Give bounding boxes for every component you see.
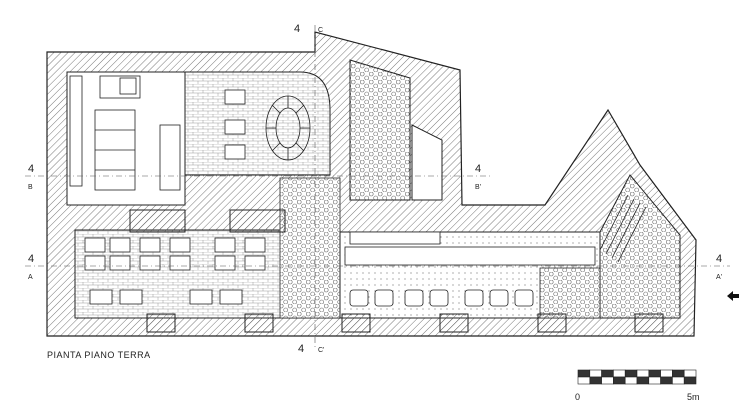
scale-segment [648,376,661,385]
scale-segment [601,369,614,378]
scale-segment [672,376,685,385]
scale-segment [577,376,591,385]
scale-bar: 0 5m [575,369,700,402]
columns [129,209,664,333]
scale-segment [683,369,697,378]
scale-segment [589,369,602,378]
scale-segment [624,376,638,385]
bar-counter [344,231,596,266]
section-marker-c-top: 4 C [294,23,323,35]
marker-letter-c-top: C [318,27,323,34]
scale-segment [683,376,697,385]
scale-segment [660,369,673,378]
dining-tables [84,89,266,305]
entrance-arrow-icon [727,291,739,301]
section-marker-a-right: 4 A' [716,253,722,281]
scale-segment [672,369,685,378]
stair [265,95,311,161]
scale-segment [601,376,614,385]
marker-letter-a-left: A [28,274,33,281]
scale-end-label: 5m [687,392,700,402]
marker-num-a-left: 4 [28,253,34,265]
scale-segment [636,369,650,378]
scale-segment [624,369,638,378]
wing-benches [599,194,647,263]
marker-num-b-left: 4 [28,163,34,175]
section-marker-a-left: 4 A [28,253,34,281]
marker-num-c-top: 4 [294,23,300,35]
section-lines [25,25,730,350]
marker-letter-b-right: B' [475,184,481,191]
marker-letter-c-bottom: C' [318,347,324,354]
marker-num-c-bottom: 4 [298,343,304,355]
hall-tables [349,289,534,307]
section-marker-b-left: 4 B [28,163,34,191]
marker-num-a-right: 4 [716,253,722,265]
scale-segment [613,369,626,378]
scale-segment [577,369,591,378]
drawing-title: PIANTA PIANO TERRA [47,350,151,360]
scale-start-label: 0 [575,392,580,402]
section-marker-b-right: 4 B' [475,163,481,191]
scale-segment [648,369,661,378]
scale-segment [613,376,626,385]
scale-segment [636,376,650,385]
kitchen-equipment [69,75,181,191]
marker-num-b-right: 4 [475,163,481,175]
marker-letter-a-right: A' [716,274,722,281]
scale-segment [589,376,602,385]
marker-letter-b-left: B [28,184,33,191]
section-marker-c-bottom: 4 C' [298,343,324,355]
scale-segment [660,376,673,385]
